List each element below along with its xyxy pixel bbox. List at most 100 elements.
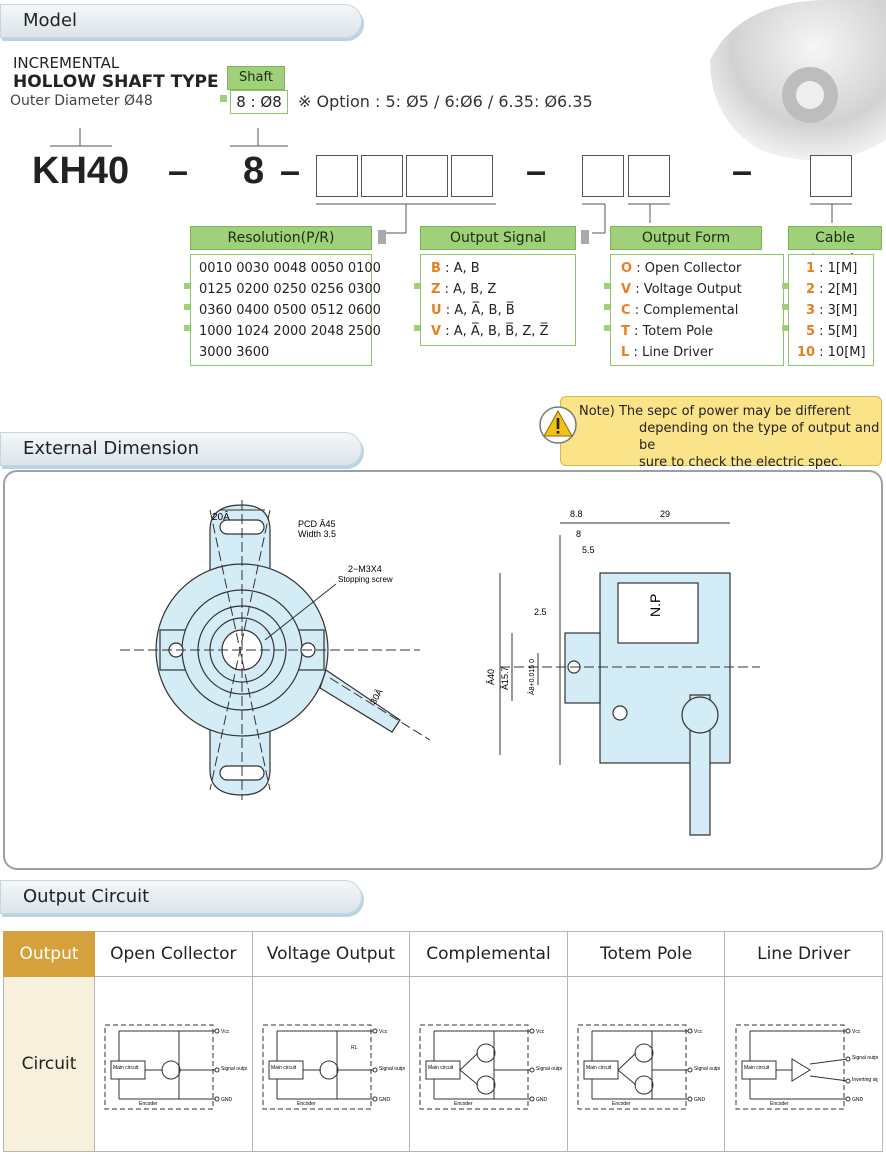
row-label: Circuit xyxy=(3,976,95,1152)
resolution-box-2 xyxy=(361,155,403,197)
section-title: External Dimension xyxy=(23,438,200,459)
transistor-symbol xyxy=(476,1075,496,1095)
column-header: Voltage Output xyxy=(251,931,411,977)
green-marker xyxy=(782,283,788,289)
form-box xyxy=(628,155,670,197)
encoder-label: Encoder xyxy=(297,1101,316,1107)
column-header: Line Driver xyxy=(724,931,883,977)
green-marker xyxy=(220,95,227,102)
resolution-row: 1000 1024 2000 2048 2500 xyxy=(199,324,381,339)
encoder-label: Encoder xyxy=(612,1101,631,1107)
vcc-label: Vcc xyxy=(221,1029,230,1035)
dim-29: 29 xyxy=(660,509,670,519)
transistor-symbol xyxy=(161,1060,181,1080)
vcc-label: Vcc xyxy=(852,1029,861,1035)
signal-label: Signal output xyxy=(852,1055,878,1061)
inverting-label: Inverting signal output xyxy=(852,1077,878,1083)
green-marker xyxy=(604,325,610,331)
note-line: depending on the type of output and be xyxy=(639,421,880,453)
model-code: KH40 xyxy=(32,150,130,192)
green-marker xyxy=(184,304,190,310)
code-leader-lines xyxy=(50,128,852,234)
transistor-symbol xyxy=(319,1060,339,1080)
resolution-row: 0010 0030 0048 0050 0100 xyxy=(199,261,381,276)
shaft-value: 8 : Ø8 xyxy=(230,90,288,114)
gnd-label: GND xyxy=(379,1097,391,1103)
resolution-row: 3000 3600 xyxy=(199,345,270,360)
dash-1: – xyxy=(168,150,189,191)
resolution-box-3 xyxy=(406,155,448,197)
gnd-label: GND xyxy=(221,1097,233,1103)
dim-m3: 2−M3X4 xyxy=(348,564,382,574)
main-circuit-label: Main circuit xyxy=(428,1065,454,1071)
dim-2-5: 2.5 xyxy=(534,607,547,617)
green-marker xyxy=(184,325,190,331)
main-circuit-label: Main circuit xyxy=(113,1065,139,1071)
shaft-code: 8 xyxy=(243,150,265,192)
shaft-size-tag: Shaft Size xyxy=(227,66,285,107)
dim-8: 8 xyxy=(576,529,581,539)
output-form-label: Output Form xyxy=(610,226,762,250)
vcc-label: Vcc xyxy=(536,1029,545,1035)
encoder-label: Encoder xyxy=(139,1101,158,1107)
signal-label: Signal output xyxy=(536,1066,562,1072)
note-box: Note) The sepc of power may be different… xyxy=(560,396,882,470)
note-line: sure to check the electric spec. xyxy=(639,455,843,470)
dim-8-8: 8.8 xyxy=(570,509,583,519)
resolution-row: 0360 0400 0500 0512 0600 xyxy=(199,303,381,318)
transistor-symbol xyxy=(476,1043,496,1063)
dim-pcd: PCD Â45 xyxy=(298,519,336,529)
warning-icon xyxy=(539,406,577,444)
green-marker xyxy=(782,304,788,310)
dim-a15-7: Â15.7 xyxy=(500,666,510,690)
resolution-row: 0125 0200 0250 0256 0300 xyxy=(199,282,381,297)
gnd-label: GND xyxy=(694,1097,706,1103)
front-view-drawing: 20Â PCD Â45 Width 3.5 2−M3X4 Stopping sc… xyxy=(120,500,431,800)
dimension-frame xyxy=(3,470,883,870)
option-note: ※ Option : 5: Ø5 / 6:Ø6 / 6.35: Ø6.35 xyxy=(298,92,593,111)
vcc-label: Vcc xyxy=(379,1029,388,1035)
green-marker xyxy=(414,325,420,331)
side-view-drawing: 8.8 8 5.5 29 2.5 N.P Â40 Â15.7 Â8+0.015 … xyxy=(486,509,760,836)
product-image xyxy=(710,0,886,161)
main-circuit-label: Main circuit xyxy=(744,1065,770,1071)
dash-2: – xyxy=(280,150,301,191)
output-signal-list: B : A, B Z : A, B, Z U : A, A̅, B, B̅ V … xyxy=(420,254,576,346)
dim-a40: Â40 xyxy=(486,669,496,685)
column-header: Complemental xyxy=(409,931,568,977)
dim-20: 20Â xyxy=(212,510,230,523)
column-header: Open Collector xyxy=(94,931,253,977)
output-circuit-table: Output Open Collector Voltage Output Com… xyxy=(3,931,886,1152)
signal-label: Signal output xyxy=(694,1066,720,1072)
section-title: Model xyxy=(23,10,78,31)
cable-box xyxy=(810,155,852,197)
section-model-header: Model xyxy=(0,4,362,38)
driver-symbol xyxy=(791,1058,811,1082)
green-marker xyxy=(782,325,788,331)
vcc-label: Vcc xyxy=(694,1029,703,1035)
encoder-label: Encoder xyxy=(454,1101,473,1107)
np-label: N.P xyxy=(647,594,663,617)
signal-label: Signal output xyxy=(379,1066,405,1072)
column-header: Totem Pole xyxy=(566,931,726,977)
transistor-symbol xyxy=(634,1043,654,1063)
gnd-label: GND xyxy=(536,1097,548,1103)
connector-marker xyxy=(378,230,386,244)
type-line1: INCREMENTAL xyxy=(13,54,120,72)
table-header-label: Output xyxy=(3,931,95,977)
resolution-box-1 xyxy=(316,155,358,197)
dim-a8: Â8+0.015 0 xyxy=(527,659,536,695)
dim-width: Width 3.5 xyxy=(298,529,336,539)
green-marker xyxy=(604,304,610,310)
dim-angle: 30Â xyxy=(368,687,385,706)
dim-5-5: 5.5 xyxy=(582,545,595,555)
resolution-label: Resolution(P/R) xyxy=(190,226,372,250)
